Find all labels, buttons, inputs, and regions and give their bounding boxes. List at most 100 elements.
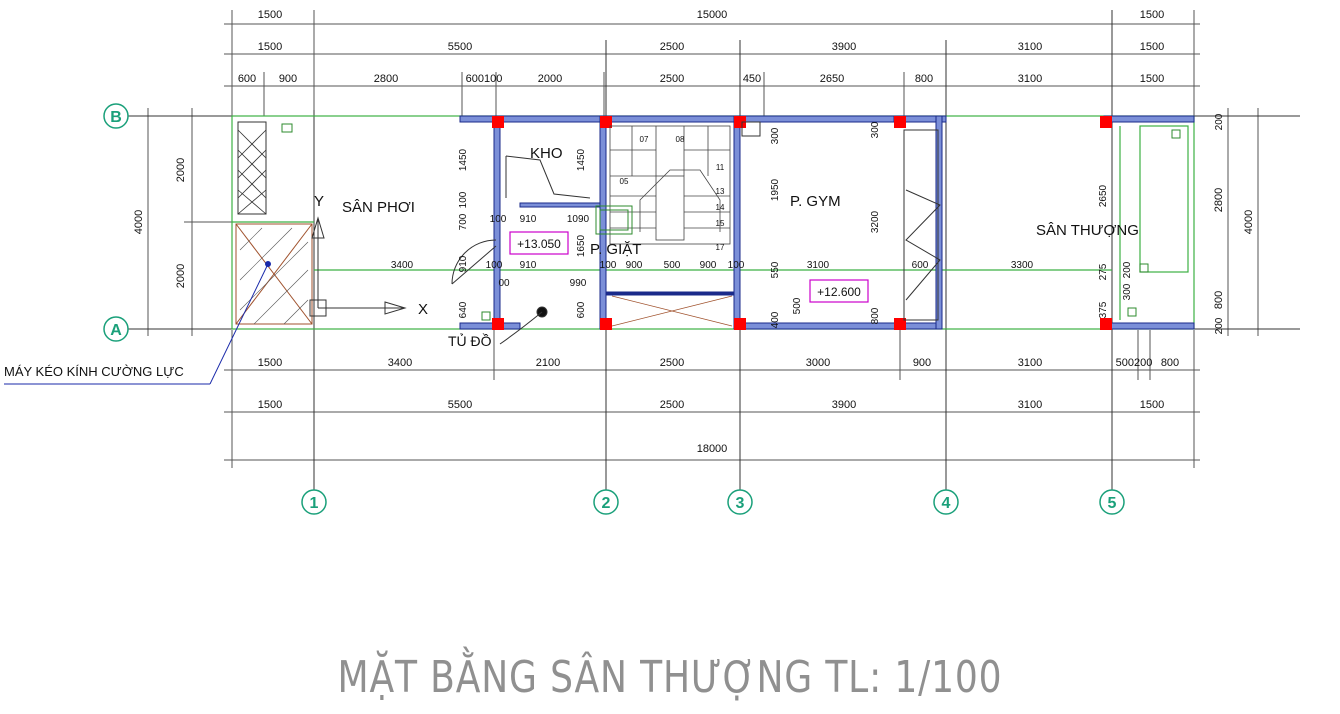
text-layer: 1 2 3 4 5 A B SÂN PHƠI KHO P. GIẶT P. GY… (4, 9, 1255, 512)
stair-17: 17 (716, 243, 725, 252)
dim-bot-10: 1500 (258, 399, 282, 411)
drawing-title: MẶT BẰNG SÂN THƯỢNG TL: 1/100 (337, 652, 1003, 703)
axis-label-a: A (110, 322, 122, 339)
dim-top-9: 1500 (1140, 41, 1164, 53)
dim-bot-16: 18000 (697, 443, 728, 455)
dim-in-900b: 900 (700, 260, 717, 271)
dim-bot-11: 5500 (448, 399, 472, 411)
dim-left-3: 4000 (133, 210, 145, 234)
dim-in-375: 375 (1098, 301, 1109, 318)
dim-in-00: 00 (498, 278, 510, 289)
room-p-giat: P. GIẶT (590, 241, 641, 258)
axis-label-3: 3 (736, 495, 745, 512)
fixtures (451, 121, 941, 345)
dim-bot-15: 1500 (1140, 399, 1164, 411)
axis-label-5: 5 (1108, 495, 1117, 512)
dim-bot-9: 800 (1161, 357, 1179, 369)
markers (281, 123, 1181, 321)
dim-in-400: 400 (770, 311, 781, 328)
label-may-keo: MÁY KÉO KÍNH CƯỜNG LỰC (4, 364, 184, 379)
axis-label-2: 2 (602, 495, 611, 512)
dim-in-1090: 1090 (567, 214, 590, 225)
dim-right-3: 800 (1213, 291, 1225, 309)
dim-right-5: 4000 (1243, 210, 1255, 234)
stair-11: 11 (716, 163, 725, 172)
room-san-thuong: SÂN THƯỢNG (1036, 222, 1139, 239)
stair-14: 14 (716, 203, 725, 212)
dimension-lines-top (224, 10, 1200, 116)
stair-13: 13 (716, 187, 725, 196)
dim-top-12: 2800 (374, 73, 398, 85)
axis-label-b: B (110, 109, 122, 126)
stair-08: 08 (676, 135, 685, 144)
dim-in-800v: 800 (870, 307, 881, 324)
dim-in-600: 600 (576, 301, 587, 318)
dim-bot-8: 500200 (1116, 357, 1153, 369)
dim-top-13: 600100 (466, 73, 503, 85)
dim-top-5: 5500 (448, 41, 472, 53)
dim-in-990: 990 (570, 278, 587, 289)
dim-in-100e: 100 (728, 260, 745, 271)
level-boxes (509, 231, 869, 303)
dim-in-500b: 500 (792, 297, 803, 314)
dim-top-4: 1500 (258, 41, 282, 53)
dim-bot-2: 3400 (388, 357, 412, 369)
level-13050: +13.050 (517, 237, 561, 251)
dim-top-15: 2500 (660, 73, 684, 85)
dim-in-910a: 910 (520, 214, 537, 225)
dim-in-300c: 300 (1122, 283, 1133, 300)
stair-05: 05 (620, 177, 629, 186)
dim-in-100b: 100 (490, 214, 507, 225)
dim-right-1: 200 (1214, 113, 1225, 130)
dim-in-700: 700 (458, 213, 469, 230)
dim-right-4: 200 (1214, 317, 1225, 334)
dim-in-200: 200 (1122, 261, 1133, 278)
room-p-gym: P. GYM (790, 193, 841, 210)
dim-in-2650: 2650 (1098, 184, 1109, 207)
dim-top-8: 3100 (1018, 41, 1042, 53)
dim-in-600b: 600 (912, 260, 929, 271)
dim-top-17: 2650 (820, 73, 844, 85)
ucs-label-x: X (418, 301, 428, 318)
dim-in-100d: 100 (600, 260, 617, 271)
grid-axes (128, 10, 1300, 490)
axis-bubbles (103, 103, 1125, 515)
dim-in-300a: 300 (770, 127, 781, 144)
stair (609, 125, 733, 327)
dim-right-2: 2800 (1213, 188, 1225, 212)
dim-in-100a: 100 (458, 191, 469, 208)
dim-top-1: 1500 (258, 9, 282, 21)
dim-top-11: 900 (279, 73, 297, 85)
dim-bot-1: 1500 (258, 357, 282, 369)
dim-left-1: 2000 (175, 158, 187, 182)
dim-top-16: 450 (743, 73, 761, 85)
ucs-icon (309, 216, 407, 317)
dim-top-10: 600 (238, 73, 256, 85)
dim-top-19: 3100 (1018, 73, 1042, 85)
stair-07: 07 (640, 135, 649, 144)
columns (492, 116, 1112, 330)
dim-in-3200: 3200 (870, 210, 881, 233)
dim-in-910c: 910 (458, 255, 469, 272)
dim-bot-4: 2500 (660, 357, 684, 369)
dim-top-2: 15000 (697, 9, 728, 21)
room-kho: KHO (530, 145, 563, 162)
dim-in-300b: 300 (870, 121, 881, 138)
dim-in-3300: 3300 (1011, 260, 1034, 271)
dim-in-3400: 3400 (391, 260, 414, 271)
dim-in-550: 550 (770, 261, 781, 278)
dim-in-3100: 3100 (807, 260, 830, 271)
lift-area (4, 121, 313, 385)
dim-top-6: 2500 (660, 41, 684, 53)
dim-in-910b: 910 (520, 260, 537, 271)
ucs-label-y: Y (314, 193, 324, 210)
dim-bot-12: 2500 (660, 399, 684, 411)
dim-top-14: 2000 (538, 73, 562, 85)
dim-top-7: 3900 (832, 41, 856, 53)
label-tu-do: TỦ ĐỒ (448, 332, 492, 349)
dim-bot-14: 3100 (1018, 399, 1042, 411)
axis-label-4: 4 (942, 495, 951, 512)
room-san-phoi: SÂN PHƠI (342, 199, 415, 216)
dim-in-500a: 500 (664, 260, 681, 271)
